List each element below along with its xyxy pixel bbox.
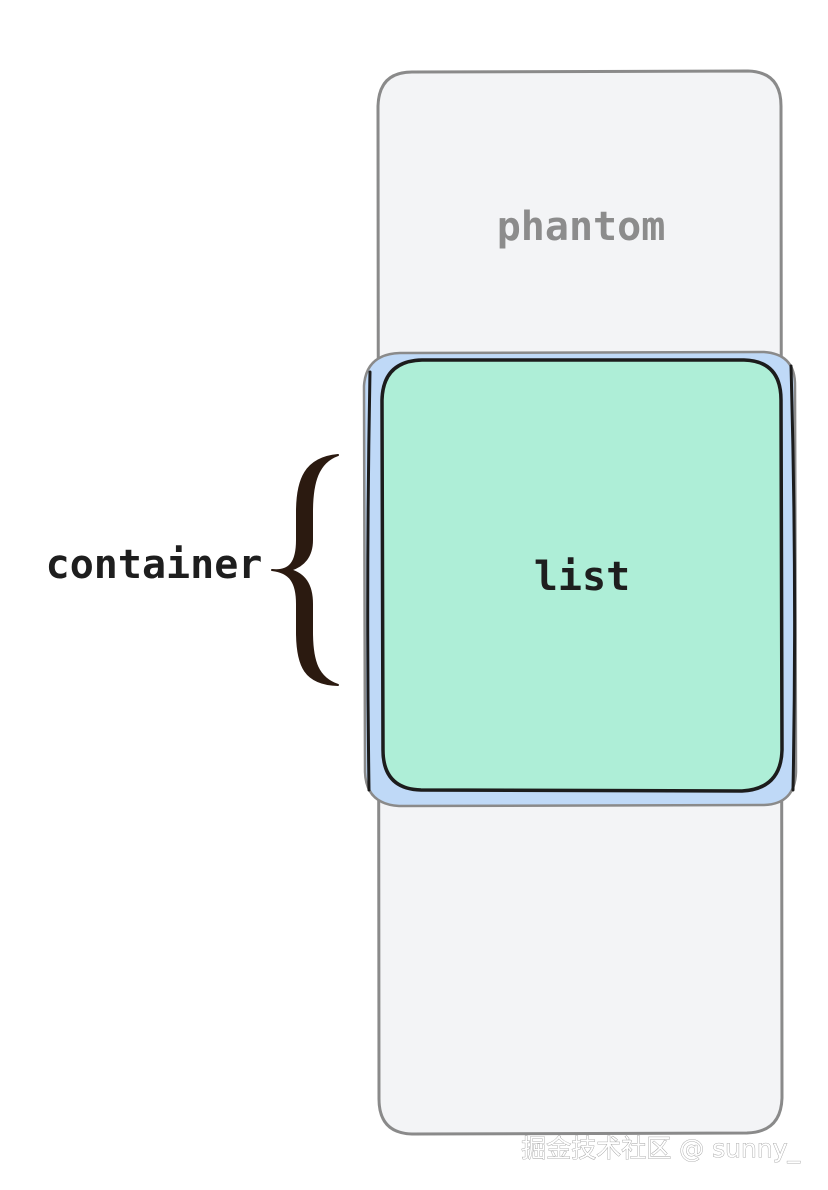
container-brace (271, 454, 339, 686)
list-label: list (534, 554, 630, 600)
phantom-label: phantom (497, 204, 666, 250)
watermark-text: 掘金技术社区 @ sunny_ (521, 1134, 800, 1163)
list-box (380, 358, 784, 793)
container-label: container (46, 542, 263, 588)
